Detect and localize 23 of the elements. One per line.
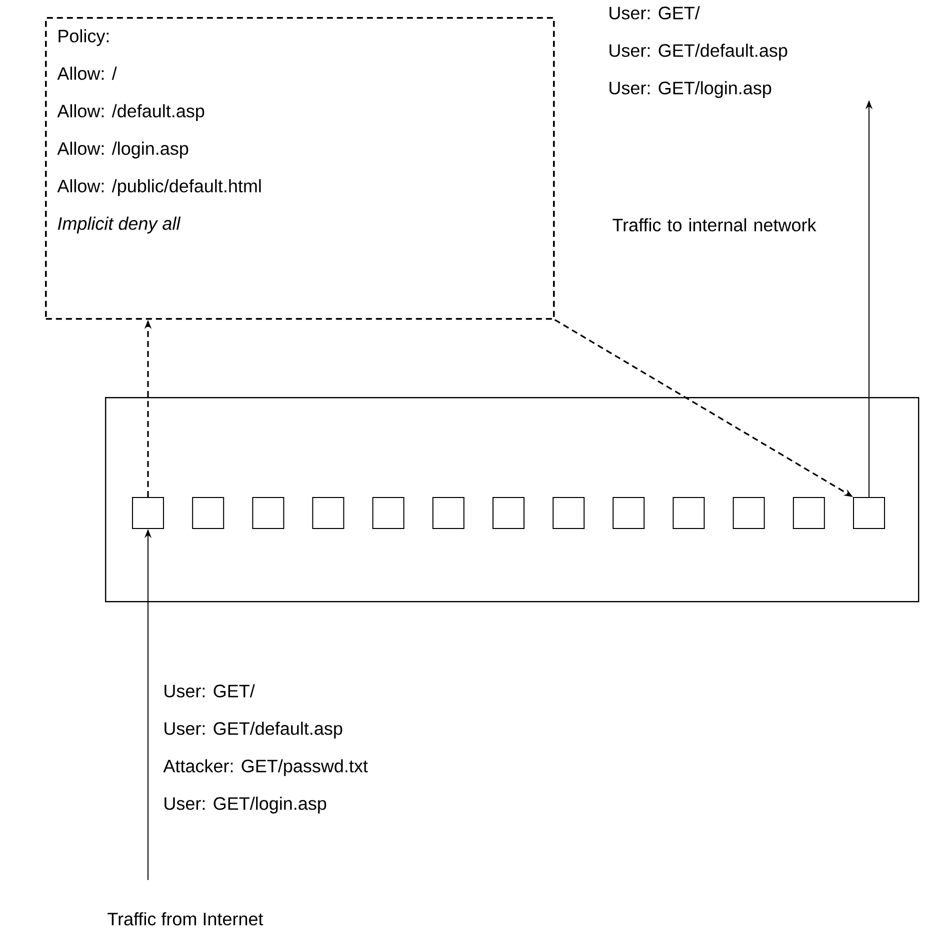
- port-box: [612, 497, 645, 529]
- port-box: [312, 497, 344, 529]
- policy-box: Policy: Allow: / Allow: /default.asp Allow: /login.asp Allow: /public/default.html Implicit deny all: [45, 17, 555, 320]
- label: User: GET/default.asp: [164, 722, 342, 738]
- request-list: User: GET/ User: GET/default.asp Attacker: GET/passwd.txt User: GET/login.asp: [163, 684, 368, 814]
- label: Attacker: GET/passwd.txt: [163, 759, 368, 776]
- label: User: GET/login.asp: [164, 796, 326, 814]
- port-box: [853, 497, 885, 529]
- port-box: [672, 497, 705, 529]
- port-box: [552, 497, 585, 529]
- request-text: Traffic from Internet: [108, 912, 264, 926]
- port-box: [792, 497, 825, 529]
- port-box: [432, 497, 464, 529]
- port-box: [132, 497, 164, 529]
- port-box: [192, 497, 224, 529]
- device-box: [105, 396, 920, 602]
- label: User: GET/: [164, 684, 255, 698]
- port-box: [252, 497, 284, 529]
- traffic-label: Traffic to internal network: [612, 218, 816, 232]
- port-box: [372, 497, 404, 529]
- port-box: [732, 497, 765, 529]
- request-text: User: GET/ User: GET/default.asp User: GET/login.asp: [610, 6, 788, 98]
- port-box: [492, 497, 524, 529]
